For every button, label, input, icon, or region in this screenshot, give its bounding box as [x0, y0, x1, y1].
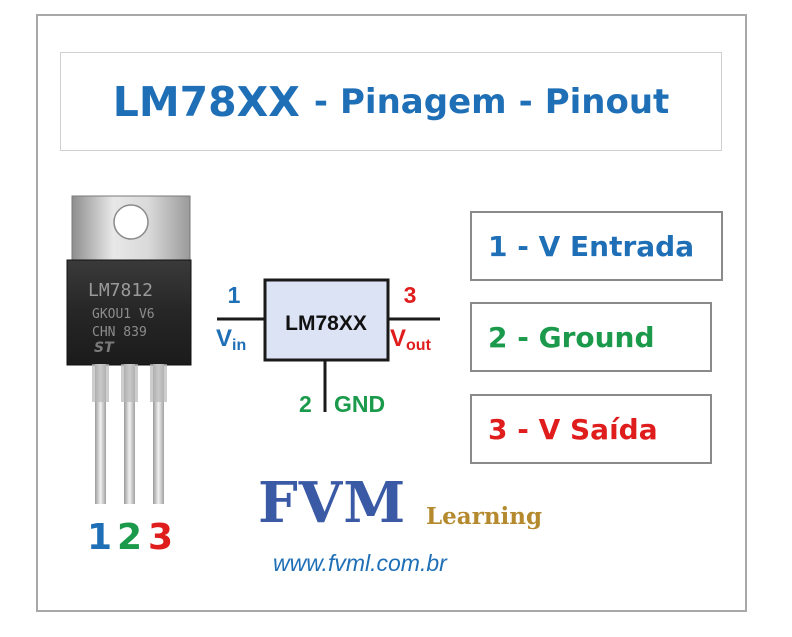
chip-marking-line2: GKOU1 V6: [92, 307, 155, 322]
chip-marking-line3: CHN 839: [92, 325, 147, 340]
photo-pin-3-number: 3: [148, 517, 174, 558]
title-separator: -: [518, 81, 533, 122]
pin1-number: 1: [228, 282, 241, 308]
chip-body: [66, 259, 192, 366]
outer-frame: [36, 14, 747, 612]
title-part-number: LM78XX: [112, 77, 300, 126]
pin-1-description: 1 - V Entrada: [470, 211, 723, 281]
brand-website-link[interactable]: www.fvml.com.br: [273, 550, 447, 576]
pin1-label: Vin: [216, 325, 246, 354]
title-pinagem: Pinagem: [340, 81, 507, 122]
ic-label: LM78XX: [285, 312, 367, 335]
title-pinout: Pinout: [544, 81, 670, 122]
title-separator: -: [313, 81, 329, 122]
leg-2: [124, 364, 135, 504]
chip-marking-line1: LM7812: [88, 280, 153, 301]
pin3-label: Vout: [390, 325, 432, 354]
mounting-hole: [113, 204, 149, 240]
pin-3-description-text: 3 - V Saída: [488, 412, 658, 446]
leg-1: [95, 364, 106, 504]
title-box: LM78XX - Pinagem - Pinout: [60, 52, 722, 151]
pin2-number: 2: [299, 391, 312, 417]
brand-logo-fvm: FVM: [258, 470, 407, 536]
pin-1-description-text: 1 - V Entrada: [488, 229, 695, 263]
ic-box: [263, 278, 390, 362]
leg-3: [153, 364, 164, 504]
pin2-label: GND: [334, 391, 385, 417]
pin-2-description: 2 - Ground: [470, 302, 712, 372]
photo-pin-1-number: 1: [87, 517, 113, 558]
pin-2-description-text: 2 - Ground: [488, 320, 655, 354]
st-logo: ST: [94, 340, 115, 356]
brand-logo-learning: Learning: [426, 503, 543, 530]
photo-pin-2-number: 2: [117, 517, 143, 558]
pin3-number: 3: [404, 282, 417, 308]
pin-3-description: 3 - V Saída: [470, 394, 712, 464]
